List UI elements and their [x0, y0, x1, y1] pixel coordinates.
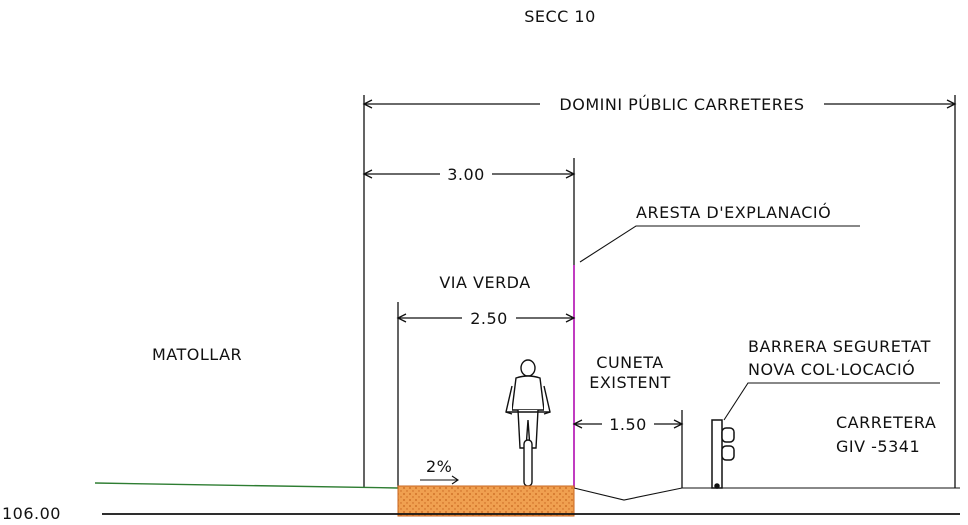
domain-dimension-label: DOMINI PÚBLIC CARRETERES [559, 95, 804, 114]
greenway-pavement [397, 485, 575, 517]
terrain-left [94, 482, 399, 489]
cuneta-label-line2: EXISTENT [589, 373, 671, 392]
dimension-1-50-label: 1.50 [609, 415, 647, 434]
slope-label: 2% [426, 457, 452, 476]
carretera-label-line2: GIV -5341 [836, 437, 920, 456]
barrera-label-line2: NOVA COL·LOCACIÓ [748, 360, 915, 379]
carretera-label-line1: CARRETERA [836, 413, 936, 432]
aresta-leader: ARESTA D'EXPLANACIÓ [579, 203, 860, 263]
ditch-profile [573, 487, 712, 501]
cuneta-label-line1: CUNETA [596, 353, 663, 372]
dimension-1-50: 1.50 [572, 410, 684, 488]
datum-elevation-label: 106.00 [2, 504, 61, 523]
slope-indicator: 2% [420, 457, 459, 485]
dimension-3-00: 3.00 [362, 158, 576, 265]
barrera-label-line1: BARRERA SEGURETAT [748, 337, 931, 356]
safety-barrier-icon [711, 419, 735, 489]
via-verda-label: VIA VERDA [439, 273, 530, 292]
dimension-2-50: 2.50 [396, 302, 576, 488]
aresta-label: ARESTA D'EXPLANACIÓ [636, 203, 831, 222]
dimension-3-00-label: 3.00 [447, 165, 485, 184]
barrera-leader [723, 382, 940, 421]
dimension-2-50-label: 2.50 [470, 309, 508, 328]
matollar-label: MATOLLAR [152, 345, 242, 364]
section-title: SECC 10 [524, 7, 596, 26]
domain-dimension: DOMINI PÚBLIC CARRETERES [362, 95, 957, 488]
cyclist-icon [505, 359, 551, 487]
